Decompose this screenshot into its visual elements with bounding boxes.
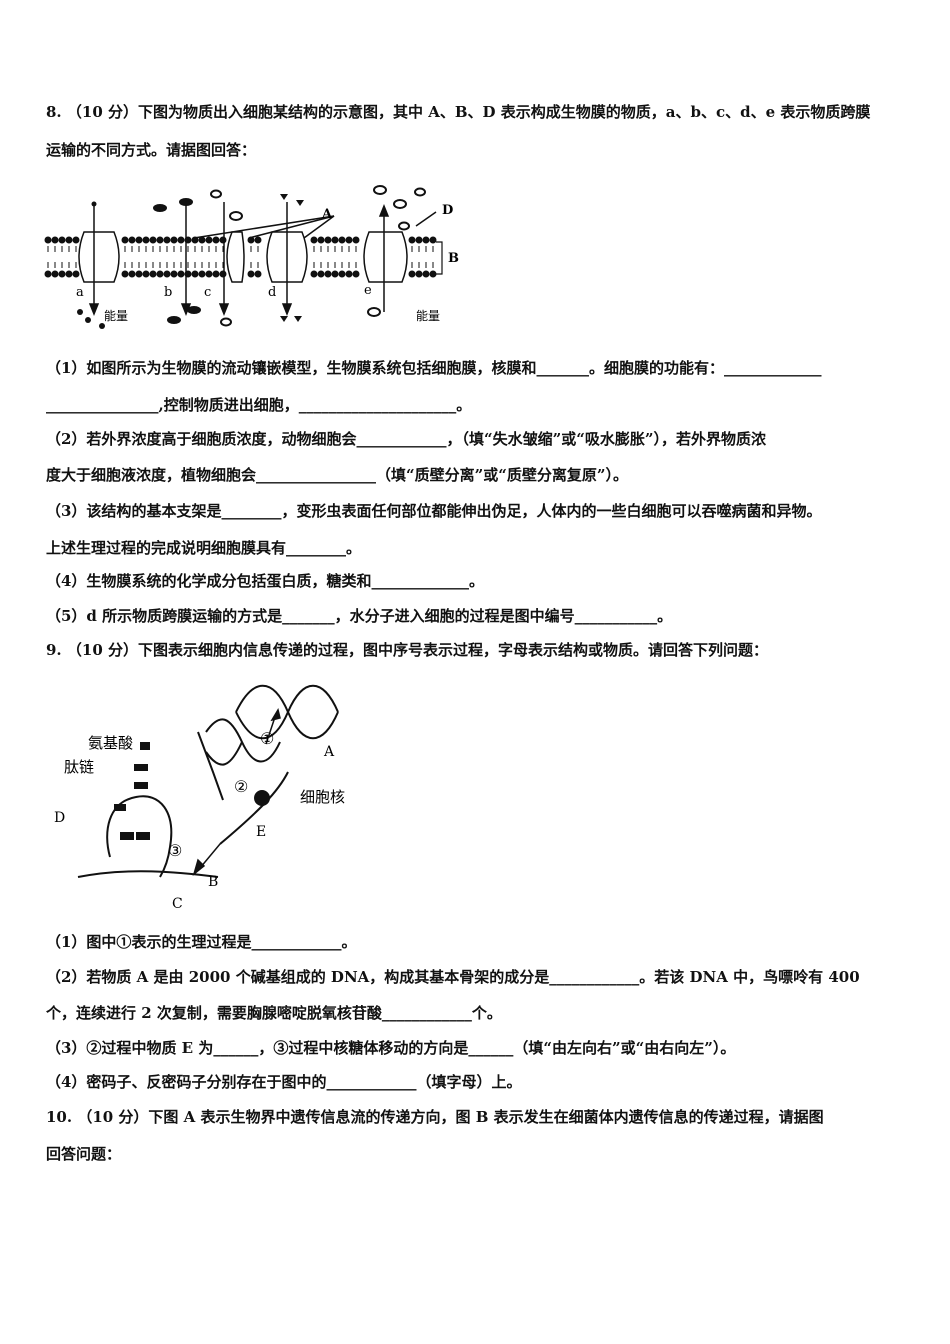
label-D: D	[54, 810, 65, 826]
label-d: d	[268, 285, 276, 300]
label-peptide: 肽链	[64, 758, 94, 776]
gene-expression-diagram: 氨基酸 肽链 细胞核 A B C D E ① ② ③	[48, 672, 378, 912]
membrane-diagram-svg: B A D a b c d e 能量 能量	[44, 185, 459, 329]
q8-stem-line2: 运输的不同方式。请据图回答：	[46, 141, 257, 159]
q8-sub4: （4）生物膜系统的化学成分包括蛋白质，糖类和_____________。	[46, 572, 484, 590]
channel-protein-1	[78, 231, 120, 283]
membrane-diagram: B A D a b c d e 能量 能量	[44, 182, 464, 332]
label-step2: ②	[234, 777, 248, 796]
q9-sub1: （1）图中①表示的生理过程是____________。	[46, 933, 357, 951]
label-D: D	[442, 203, 453, 218]
label-energy-1: 能量	[104, 309, 128, 323]
gene-expression-svg: 氨基酸 肽链 细胞核 A B C D E ① ② ③	[54, 684, 345, 912]
q10-stem-line2: 回答问题：	[46, 1145, 122, 1163]
label-nucleus: 细胞核	[300, 788, 345, 806]
q8-sub2-line2: 度大于细胞液浓度，植物细胞会________________（填“质壁分离”或“…	[46, 466, 629, 484]
label-C: C	[172, 896, 183, 912]
label-E: E	[256, 824, 266, 840]
label-A: A	[323, 744, 335, 760]
q9-sub2-line2: 个，连续进行 2 次复制，需要胸腺嘧啶脱氧核苷酸____________个。	[46, 1004, 502, 1022]
q10-stem-line1: 10. （10 分）下图 A 表示生物界中遗传信息流的传递方向，图 B 表示发生…	[46, 1108, 824, 1126]
q9-stem: 9. （10 分）下图表示细胞内信息传递的过程，图中序号表示过程，字母表示结构或…	[46, 641, 768, 659]
q8-sub1-line1: （1）如图所示为生物膜的流动镶嵌模型，生物膜系统包括细胞膜，核膜和_______…	[46, 359, 822, 377]
q9-sub3: （3）②过程中物质 E 为______，③过程中核糖体移动的方向是______（…	[46, 1039, 736, 1057]
glycoprotein	[363, 231, 408, 283]
label-b: b	[164, 285, 172, 300]
channel-protein-2	[226, 231, 245, 283]
q8-sub1-line2: _______________,控制物质进出细胞，_______________…	[46, 396, 472, 414]
label-amino-acid: 氨基酸	[88, 734, 133, 752]
q8-stem-line1: 8. （10 分）下图为物质出入细胞某结构的示意图，其中 A、B、D 表示构成生…	[46, 103, 871, 121]
label-step3: ③	[168, 841, 182, 860]
label-B: B	[208, 874, 218, 890]
label-c: c	[204, 285, 211, 300]
q8-sub2-line1: （2）若外界浓度高于细胞质浓度，动物细胞会____________，（填“失水皱…	[46, 430, 766, 448]
label-A: A	[321, 207, 333, 222]
q9-sub2-line1: （2）若物质 A 是由 2000 个碱基组成的 DNA，构成其基本骨架的成分是_…	[46, 968, 860, 986]
q8-sub5: （5）d 所示物质跨膜运输的方式是_______，水分子进入细胞的过程是图中编号…	[46, 607, 673, 625]
label-B: B	[448, 251, 459, 266]
q9-sub4: （4）密码子、反密码子分别存在于图中的____________（填字母）上。	[46, 1073, 522, 1091]
label-a: a	[76, 285, 84, 300]
label-step1: ①	[260, 729, 274, 748]
q8-sub3-line1: （3）该结构的基本支架是________，变形虫表面任何部位都能伸出伪足，人体内…	[46, 502, 822, 520]
label-e: e	[364, 283, 372, 298]
label-energy-2: 能量	[416, 309, 440, 323]
q8-sub3-line2: 上述生理过程的完成说明细胞膜具有________。	[46, 539, 362, 557]
